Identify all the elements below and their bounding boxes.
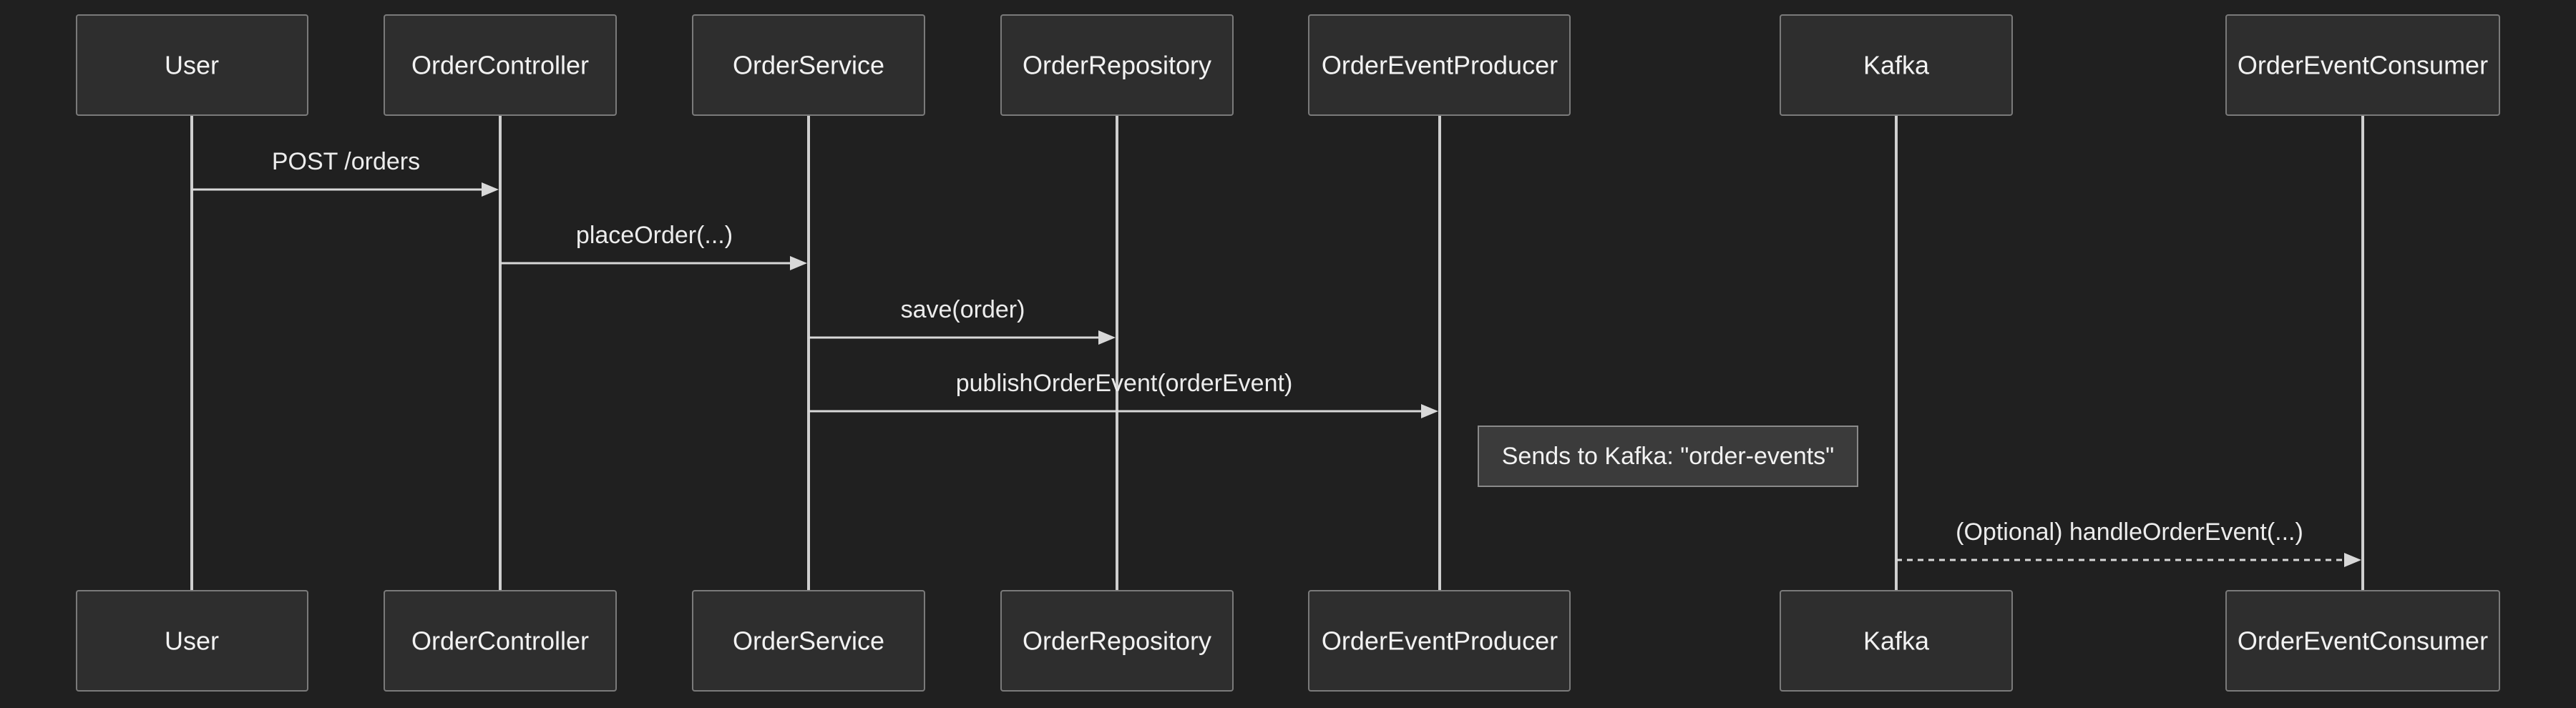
participant-label: OrderService: [733, 51, 884, 80]
participant-orderrepository-bottom: OrderRepository: [1000, 590, 1234, 692]
note: Sends to Kafka: "order-events": [1478, 426, 1858, 487]
message-3: save(order): [809, 296, 1116, 345]
participant-ordercontroller-bottom: OrderController: [384, 590, 617, 692]
participant-orderservice-top: OrderService: [692, 14, 925, 116]
participant-user-bottom: User: [76, 590, 308, 692]
participant-label: OrderController: [411, 51, 589, 80]
message-4: publishOrderEvent(orderEvent): [809, 370, 1438, 418]
participant-kafka-bottom: Kafka: [1780, 590, 2013, 692]
participant-ordereventproducer-bottom: OrderEventProducer: [1308, 590, 1571, 692]
arrowhead-icon: [2344, 553, 2361, 567]
participant-orderrepository-top: OrderRepository: [1000, 14, 1234, 116]
participant-label: OrderEventProducer: [1322, 626, 1558, 656]
participant-ordereventconsumer-bottom: OrderEventConsumer: [2225, 590, 2500, 692]
message-2: placeOrder(...): [500, 222, 807, 270]
participant-label: User: [165, 626, 219, 656]
message-label: publishOrderEvent(orderEvent): [956, 370, 1293, 397]
note-box: [1478, 426, 1858, 487]
message-5: (Optional) handleOrderEvent(...): [1896, 518, 2361, 567]
arrowhead-icon: [790, 256, 807, 270]
arrowhead-icon: [482, 182, 499, 197]
participant-ordereventproducer-top: OrderEventProducer: [1308, 14, 1571, 116]
participant-label: OrderRepository: [1023, 626, 1211, 656]
note-label: Sends to Kafka: "order-events": [1502, 443, 1835, 470]
participant-label: User: [165, 51, 219, 80]
participant-orderservice-bottom: OrderService: [692, 590, 925, 692]
participant-label: OrderEventProducer: [1322, 51, 1558, 80]
message-label: placeOrder(...): [576, 222, 733, 249]
participant-label: Kafka: [1863, 626, 1930, 656]
message-label: save(order): [901, 296, 1025, 323]
message-1: POST /orders: [192, 148, 499, 197]
participant-kafka-top: Kafka: [1780, 14, 2013, 116]
participant-label: OrderRepository: [1023, 51, 1211, 80]
participant-label: OrderController: [411, 626, 589, 656]
participant-user-top: User: [76, 14, 308, 116]
participant-ordereventconsumer-top: OrderEventConsumer: [2225, 14, 2500, 116]
message-label: POST /orders: [272, 148, 420, 175]
participant-ordercontroller-top: OrderController: [384, 14, 617, 116]
participant-label: OrderEventConsumer: [2238, 51, 2488, 80]
participant-label: OrderEventConsumer: [2238, 626, 2488, 656]
arrowhead-icon: [1421, 404, 1438, 418]
arrowhead-icon: [1098, 330, 1116, 345]
participant-label: OrderService: [733, 626, 884, 656]
participant-label: Kafka: [1863, 51, 1930, 80]
message-label: (Optional) handleOrderEvent(...): [1956, 518, 2303, 546]
